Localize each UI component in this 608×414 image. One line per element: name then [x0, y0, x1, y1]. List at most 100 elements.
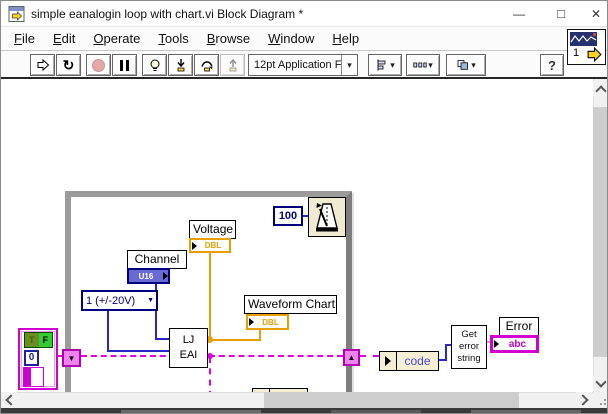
shift-register-up-icon: ▲ [347, 353, 356, 362]
wire-channel-h [155, 338, 171, 340]
chevron-down-icon[interactable]: ▾ [341, 55, 357, 75]
numeric-constant-zero[interactable]: 0 [24, 350, 39, 366]
vi-icon-panel[interactable]: 1 [567, 29, 606, 65]
reorder-button[interactable]: ▾ [446, 54, 486, 76]
chevron-right-icon [576, 394, 589, 406]
menu-item-operate[interactable]: Operate [93, 30, 141, 46]
vi-run-count: 1 [573, 47, 580, 59]
shift-register-right[interactable]: ▲ [343, 349, 360, 366]
chevron-left-icon [4, 394, 17, 406]
wait-until-next-ms-multiple-node[interactable] [308, 197, 346, 237]
block-diagram-canvas[interactable]: ▼ ▲ T F 0 Channel U16 1 (+/-20V) ▼ Volta… [1, 79, 593, 413]
terminal-input-arrow-icon [494, 340, 499, 348]
wire-error-branch-v [209, 357, 211, 397]
help-icon: ? [548, 57, 556, 73]
ms-constant[interactable]: 100 [273, 206, 303, 226]
title-bar: simple eanalogin loop with chart.vi Bloc… [1, 1, 607, 27]
wire-code-h1 [438, 359, 447, 361]
ring-dropdown-icon[interactable]: ▼ [147, 297, 154, 304]
wire-error-stub-left [58, 355, 63, 357]
resize-grip[interactable] [593, 392, 607, 408]
code-unbundle-node[interactable]: code [379, 351, 439, 371]
menu-item-help[interactable]: Help [332, 30, 360, 46]
voltage-terminal-type: DBL [204, 241, 222, 250]
align-objects-button[interactable]: ▾ [368, 54, 402, 76]
menu-item-browse[interactable]: Browse [206, 30, 251, 46]
menu-item-edit[interactable]: Edit [52, 30, 76, 46]
help-button[interactable]: ? [540, 54, 564, 76]
abort-icon [92, 58, 105, 72]
font-selector-value: 12pt Application Font [254, 59, 341, 71]
get-error-string-line1: Get [461, 329, 477, 340]
menu-item-file[interactable]: File [14, 30, 35, 46]
v-scroll-up-button[interactable] [593, 81, 607, 97]
h-scroll-thumb[interactable] [264, 392, 519, 408]
distribute-objects-icon [413, 62, 427, 68]
reorder-icon [457, 60, 469, 70]
run-state-arrow-icon [586, 46, 603, 68]
v-scroll-thumb[interactable] [593, 107, 607, 357]
abort-button[interactable] [86, 54, 111, 76]
align-objects-icon [377, 59, 386, 71]
shift-register-left[interactable]: ▼ [62, 349, 81, 367]
channel-terminal[interactable]: U16 [127, 268, 170, 284]
range-ring-constant[interactable]: 1 (+/-20V) ▼ [81, 290, 158, 311]
while-loop[interactable] [65, 191, 352, 413]
close-button[interactable]: ✕ [590, 7, 602, 21]
string-constant-empty[interactable] [30, 367, 44, 387]
unbundle-arrow-icon [380, 352, 397, 370]
run-button[interactable] [30, 54, 55, 76]
lj-eai-line1: LJ [182, 334, 195, 346]
window-title: simple eanalogin loop with chart.vi Bloc… [31, 7, 304, 21]
taskbar-strip [1, 408, 607, 413]
boolean-constant[interactable]: T F [24, 332, 53, 348]
minimize-button[interactable]: — [513, 7, 525, 21]
voltage-terminal[interactable]: DBL [189, 238, 231, 253]
chevron-down-icon [595, 375, 607, 388]
menu-item-tools[interactable]: Tools [158, 30, 189, 46]
taskbar-blur [121, 410, 261, 413]
bool-true-cell[interactable]: T [25, 333, 39, 347]
step-over-button[interactable] [194, 54, 219, 76]
run-continuously-button[interactable]: ↻ [56, 54, 81, 76]
chevron-down-icon: ▾ [390, 59, 395, 70]
taskbar-blur [331, 410, 421, 413]
wire-channel [155, 284, 157, 339]
metronome-icon [316, 203, 338, 232]
run-icon [37, 58, 49, 72]
step-out-icon [228, 58, 237, 72]
menu-bar: File Edit Operate Tools Browse Window He… [1, 27, 607, 51]
waveform-chart-terminal-type: DBL [262, 317, 279, 327]
step-into-button[interactable] [168, 54, 193, 76]
waveform-chart-terminal[interactable]: DBL [246, 314, 289, 330]
font-selector[interactable]: 12pt Application Font ▾ [248, 54, 358, 76]
toolbar: ↻ 12pt Application Font ▾ ▾ ▾ [1, 51, 607, 79]
error-terminal-type: abc [508, 338, 527, 350]
step-out-button[interactable] [220, 54, 245, 76]
distribute-objects-button[interactable]: ▾ [406, 54, 440, 76]
wire-range [107, 311, 109, 352]
wire-voltage [209, 253, 211, 341]
bool-false-cell[interactable]: F [38, 333, 52, 347]
v-scroll-down-button[interactable] [593, 375, 607, 391]
wire-error-string [486, 341, 491, 343]
terminal-input-arrow-icon [192, 241, 197, 250]
voltage-label: Voltage [189, 220, 236, 239]
menu-item-window[interactable]: Window [268, 30, 315, 46]
error-cluster-constant[interactable]: T F 0 [18, 328, 58, 390]
h-scroll-right-button[interactable] [576, 392, 592, 408]
wire-range-h [107, 350, 171, 352]
h-scroll-left-button[interactable] [1, 392, 17, 408]
waveform-chart-label: Waveform Chart [244, 295, 337, 314]
pause-button[interactable] [112, 54, 137, 76]
run-continuously-icon: ↻ [62, 56, 75, 73]
wire-junction-error [207, 353, 213, 359]
lj-eai-subvi-node[interactable]: LJ EAI [169, 328, 208, 368]
error-string-terminal[interactable]: abc [490, 335, 539, 353]
get-error-string-node[interactable]: Get error string [451, 325, 487, 369]
highlight-execution-button[interactable] [142, 54, 167, 76]
labview-app-icon [8, 6, 25, 22]
maximize-button[interactable]: □ [557, 6, 565, 21]
get-error-string-line2: error [458, 341, 480, 352]
